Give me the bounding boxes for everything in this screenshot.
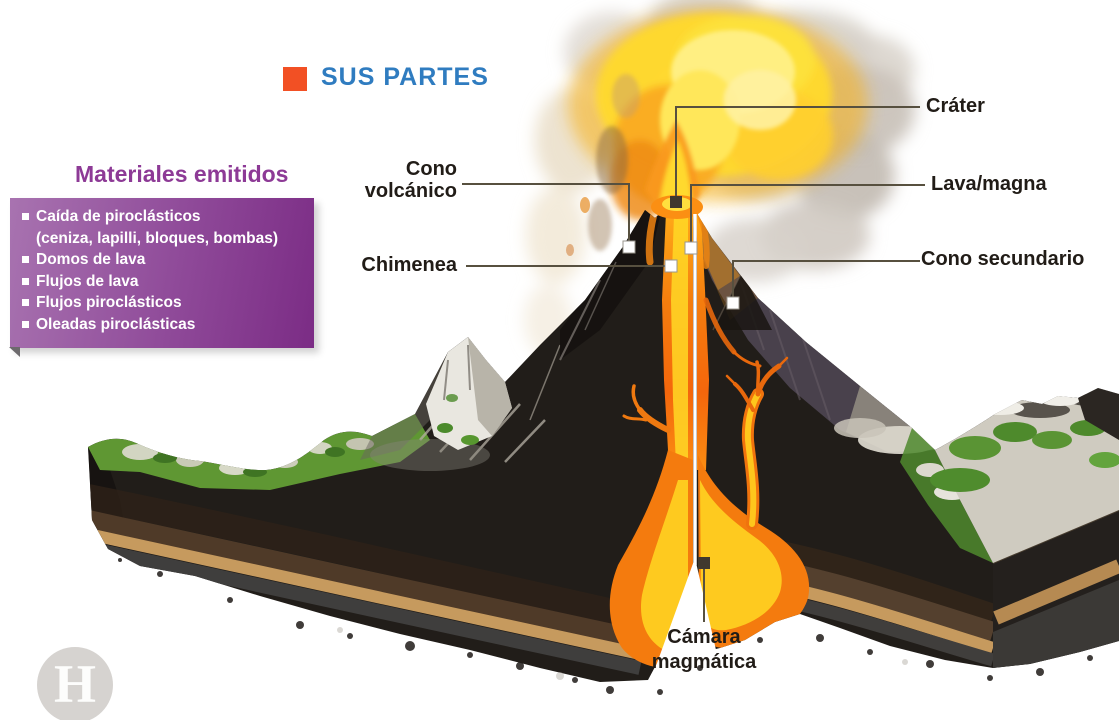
list-item-label: (ceniza, lapilli, bloques, bombas) xyxy=(36,229,279,247)
label-camara-magmatica: Cámara magmática xyxy=(628,625,780,675)
list-item: Domos de lava xyxy=(22,249,304,271)
list-item-label: Caída de piroclásticos xyxy=(36,208,201,225)
magma-system xyxy=(609,210,810,668)
square-bullet-icon xyxy=(22,299,29,306)
strata-left xyxy=(88,484,643,675)
marker-squares xyxy=(622,196,740,569)
list-item-label: Flujos piroclásticos xyxy=(36,294,182,311)
snow-peak xyxy=(426,337,512,450)
eruption-fire xyxy=(566,8,868,256)
list-item-continuation: (ceniza, lapilli, bloques, bombas) xyxy=(22,228,304,250)
list-item: Oleadas piroclásticas xyxy=(22,314,304,336)
label-line: magmática xyxy=(651,651,757,673)
label-line: volcánico xyxy=(364,180,457,202)
label-cono-secundario: Cono secundario xyxy=(921,248,1085,270)
label-line: Cámara xyxy=(667,626,741,648)
cross-section-seam xyxy=(648,214,716,688)
pointer-lines xyxy=(462,106,925,622)
label-crater: Cráter xyxy=(926,95,985,117)
list-item: Flujos de lava xyxy=(22,271,304,293)
materials-panel: Caída de piroclásticos (ceniza, lapilli,… xyxy=(9,198,314,357)
list-item: Flujos piroclásticos xyxy=(22,292,304,314)
list-item-label: Oleadas piroclásticas xyxy=(36,315,196,333)
title-bullet-square xyxy=(283,67,307,91)
list-item-label: Flujos de lava xyxy=(36,272,139,290)
label-lava-magma: Lava/magna xyxy=(931,173,1047,195)
square-bullet-icon xyxy=(22,213,29,220)
square-bullet-icon xyxy=(22,256,29,263)
page-title: SUS PARTES xyxy=(321,63,489,91)
debris xyxy=(118,558,1093,695)
list-item-label: Domos de lava xyxy=(36,251,146,268)
label-chimenea: Chimenea xyxy=(361,254,457,276)
watermark-logo: H xyxy=(37,647,113,720)
label-cono-volcanico: Cono volcánico xyxy=(330,158,457,202)
label-line: Cono xyxy=(405,158,457,180)
square-bullet-icon xyxy=(22,320,29,328)
list-item: Caída de piroclásticos xyxy=(22,206,304,228)
materials-heading: Materiales emitidos xyxy=(75,161,289,187)
square-bullet-icon xyxy=(22,277,29,285)
far-right-ridge xyxy=(900,388,1119,563)
logo-letter: H xyxy=(53,654,96,714)
